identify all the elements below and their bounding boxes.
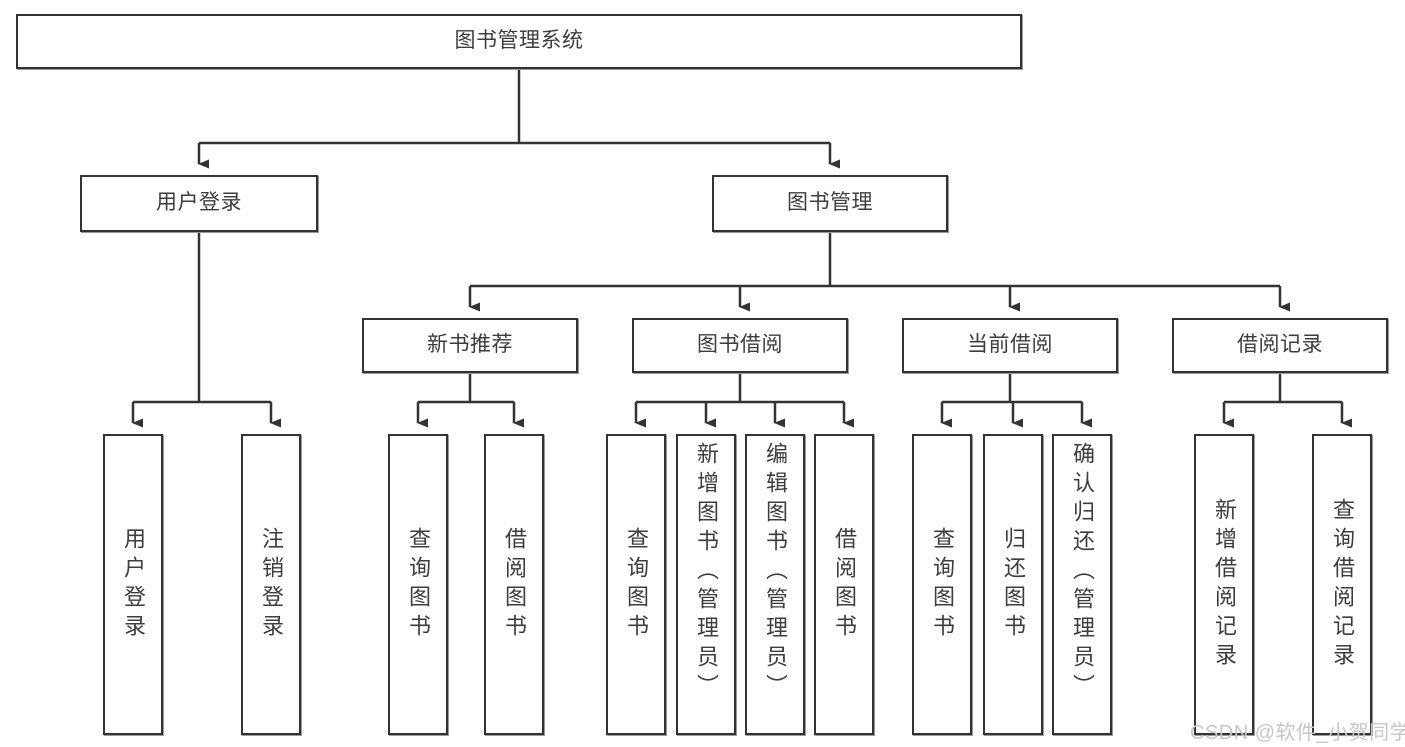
leaf-confirm-return[interactable]: 确认归还（管理员） xyxy=(1052,434,1112,735)
leaf-add-book[interactable]: 新增图书（管理员） xyxy=(676,434,736,735)
node-user-login[interactable]: 用户登录 xyxy=(80,175,318,232)
leaf-add-book-label: 新增图书（管理员） xyxy=(694,442,719,703)
leaf-user-logout-label: 注销登录 xyxy=(259,526,284,643)
node-book-manage[interactable]: 图书管理 xyxy=(712,175,948,232)
csdn-watermark: CSDN @软件_小贺同学 xyxy=(1190,722,1405,744)
leaf-borrow-book-1[interactable]: 借阅图书 xyxy=(484,434,544,735)
leaf-return-book-label: 归还图书 xyxy=(1001,526,1026,643)
node-borrow-record-label: 借阅记录 xyxy=(1237,333,1323,357)
leaf-add-record-label: 新增借阅记录 xyxy=(1212,497,1237,672)
node-root[interactable]: 图书管理系统 xyxy=(16,14,1022,69)
leaf-confirm-return-label: 确认归还（管理员） xyxy=(1070,442,1095,703)
leaf-query-record[interactable]: 查询借阅记录 xyxy=(1312,434,1372,735)
leaf-return-book[interactable]: 归还图书 xyxy=(983,434,1043,735)
node-book-borrow-label: 图书借阅 xyxy=(697,333,783,357)
node-user-login-label: 用户登录 xyxy=(156,191,242,215)
node-root-label: 图书管理系统 xyxy=(454,29,584,53)
leaf-user-login[interactable]: 用户登录 xyxy=(103,434,163,735)
leaf-query-book-2[interactable]: 查询图书 xyxy=(606,434,666,735)
leaf-query-book-2-label: 查询图书 xyxy=(624,526,649,643)
leaf-query-book-3[interactable]: 查询图书 xyxy=(912,434,972,735)
leaf-edit-book[interactable]: 编辑图书（管理员） xyxy=(745,434,805,735)
leaf-query-record-label: 查询借阅记录 xyxy=(1330,497,1355,672)
leaf-add-record[interactable]: 新增借阅记录 xyxy=(1194,434,1254,735)
leaf-borrow-book-2[interactable]: 借阅图书 xyxy=(814,434,874,735)
node-book-manage-label: 图书管理 xyxy=(787,191,873,215)
leaf-user-login-label: 用户登录 xyxy=(121,526,146,643)
leaf-query-book-3-label: 查询图书 xyxy=(930,526,955,643)
leaf-edit-book-label: 编辑图书（管理员） xyxy=(763,442,788,703)
leaf-query-book-1[interactable]: 查询图书 xyxy=(388,434,448,735)
node-new-book-recommend[interactable]: 新书推荐 xyxy=(362,318,578,373)
node-current-borrow-label: 当前借阅 xyxy=(967,333,1053,357)
node-book-borrow[interactable]: 图书借阅 xyxy=(632,318,848,373)
leaf-user-logout[interactable]: 注销登录 xyxy=(241,434,301,735)
node-borrow-record[interactable]: 借阅记录 xyxy=(1172,318,1388,373)
leaf-borrow-book-1-label: 借阅图书 xyxy=(502,526,527,643)
node-current-borrow[interactable]: 当前借阅 xyxy=(902,318,1118,373)
leaf-query-book-1-label: 查询图书 xyxy=(406,526,431,643)
node-new-book-recommend-label: 新书推荐 xyxy=(427,333,513,357)
leaf-borrow-book-2-label: 借阅图书 xyxy=(832,526,857,643)
